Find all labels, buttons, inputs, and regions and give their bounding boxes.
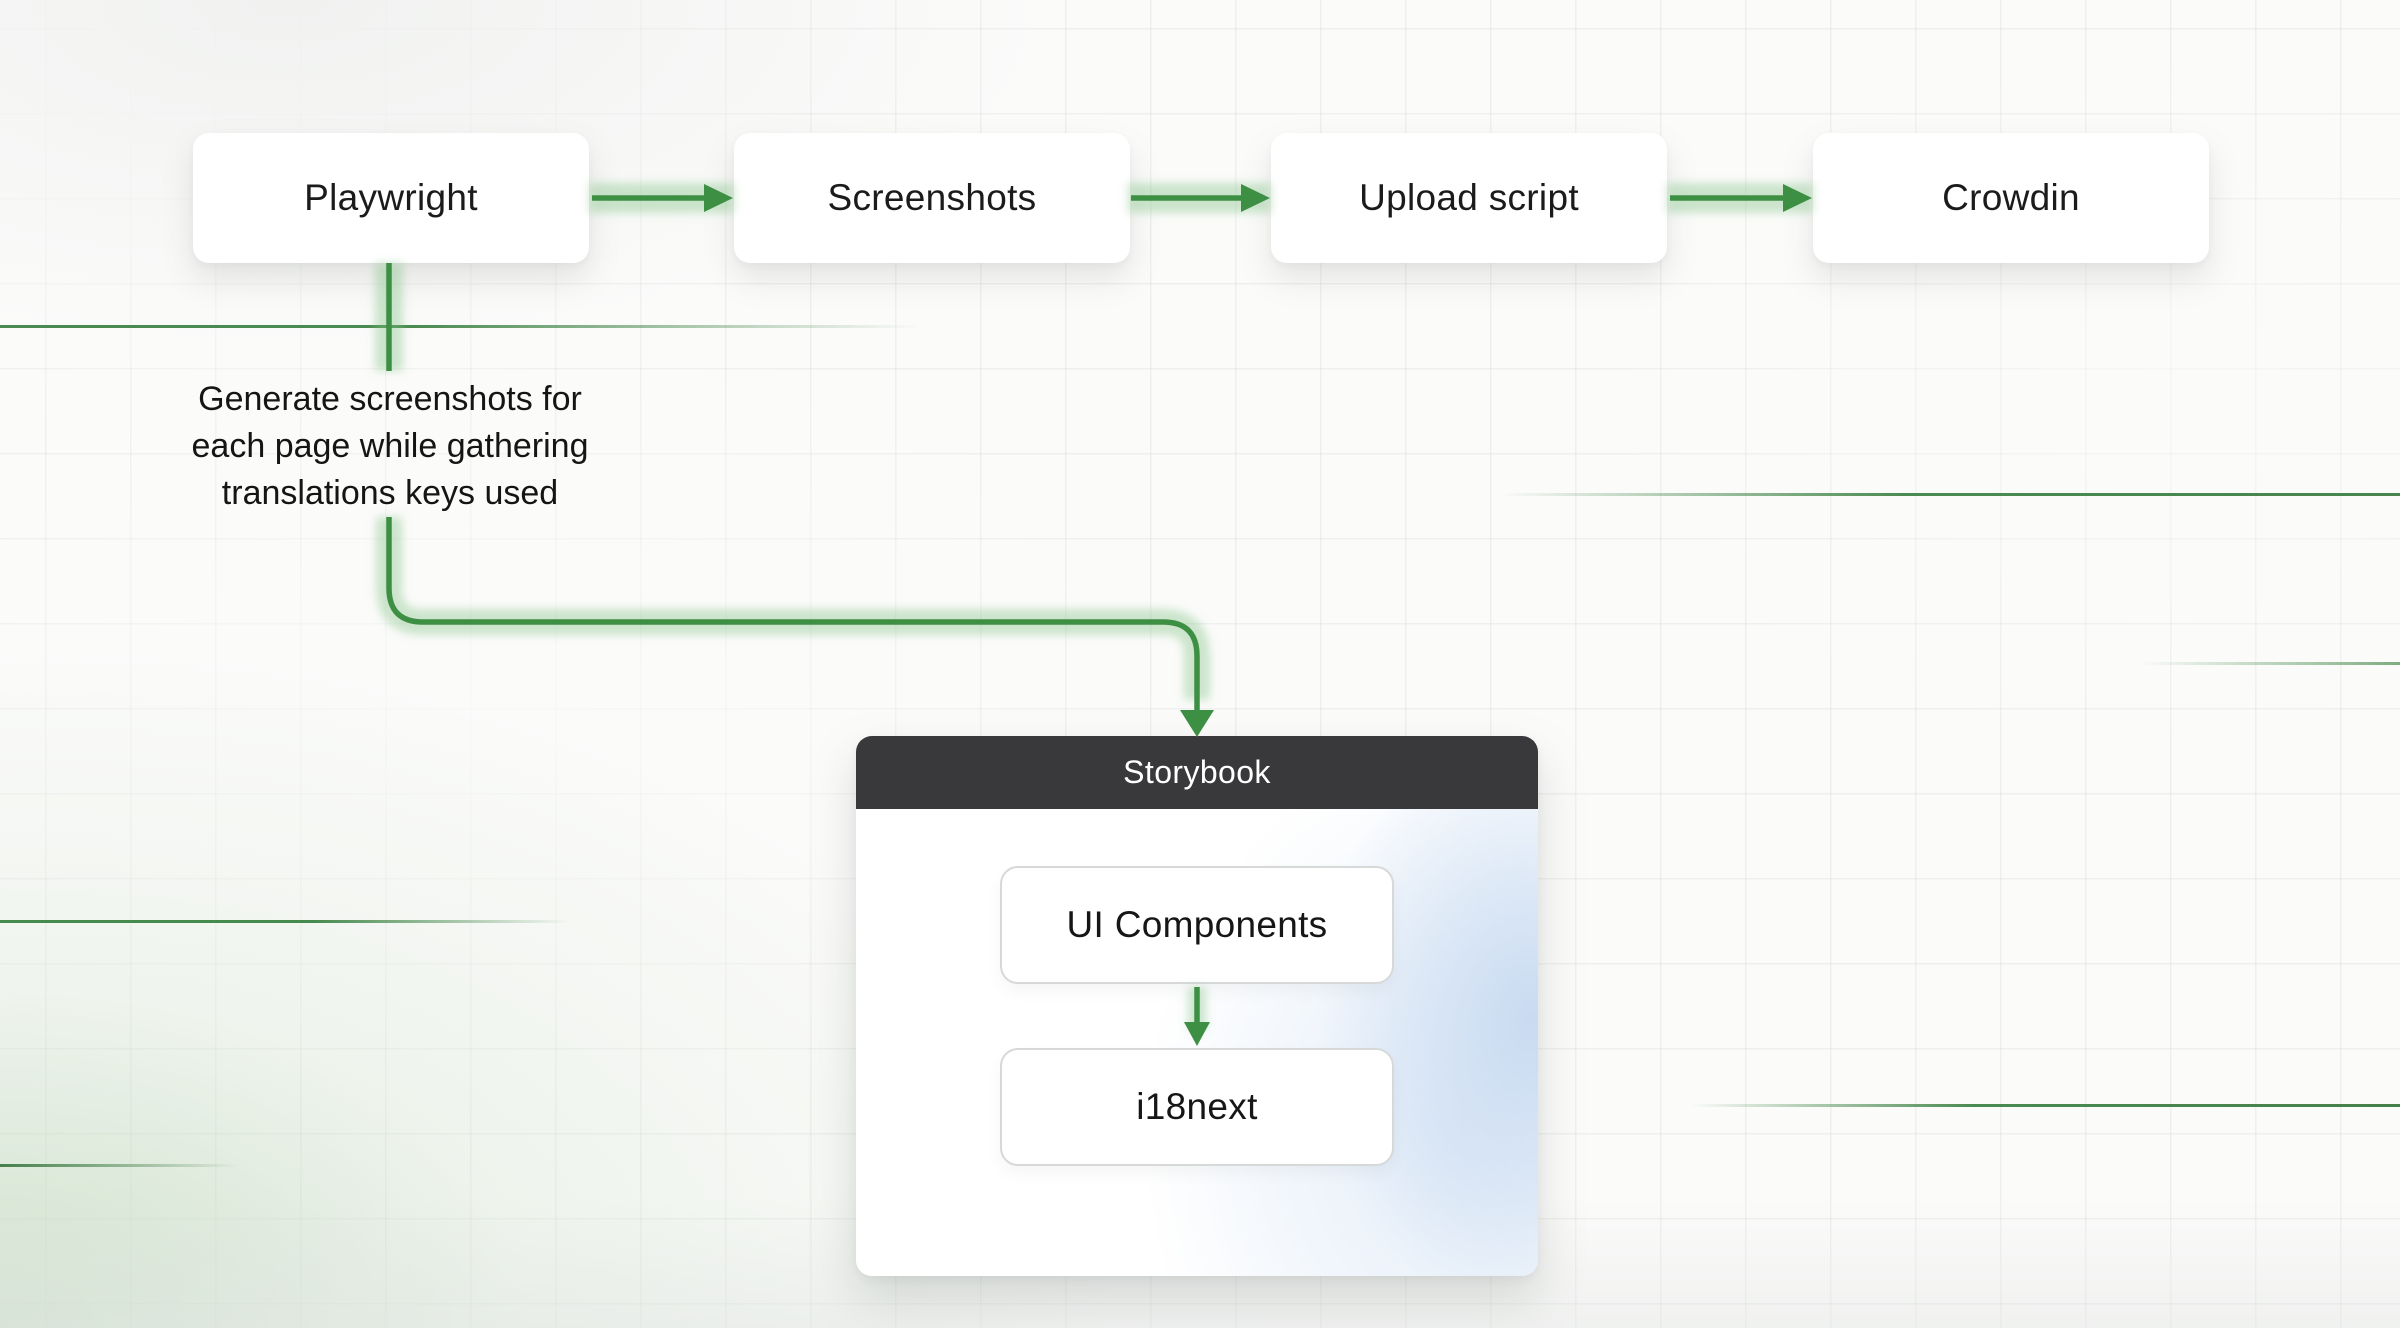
node-ui-components: UI Components <box>1000 866 1394 984</box>
node-upload-script-label: Upload script <box>1359 177 1579 218</box>
node-ui-components-label: UI Components <box>1066 904 1328 945</box>
node-crowdin: Crowdin <box>1813 133 2209 263</box>
accent-line-right-middle <box>2140 662 2400 665</box>
accent-line-left-upper <box>0 325 920 328</box>
storybook-panel-header: Storybook <box>856 736 1538 809</box>
storybook-panel-body: UI Components i18next <box>856 809 1538 1276</box>
node-screenshots: Screenshots <box>734 133 1130 263</box>
annotation-line-2: each page while gathering <box>191 427 589 465</box>
node-playwright-label: Playwright <box>304 177 478 218</box>
annotation-line-3: translations keys used <box>221 474 559 512</box>
node-upload-script: Upload script <box>1271 133 1667 263</box>
accent-line-left-bottom <box>0 1164 240 1167</box>
accent-line-right-upper <box>1500 493 2400 496</box>
storybook-title: Storybook <box>1123 754 1271 790</box>
node-screenshots-label: Screenshots <box>827 177 1037 218</box>
annotation-text: Generate screenshots for each page while… <box>155 376 625 517</box>
node-i18next-label: i18next <box>1136 1086 1258 1127</box>
node-i18next: i18next <box>1000 1048 1394 1166</box>
storybook-panel: Storybook UI Components i18next <box>856 736 1538 1276</box>
annotation-line-1: Generate screenshots for <box>198 380 582 418</box>
accent-line-left-lower <box>0 920 570 923</box>
node-crowdin-label: Crowdin <box>1942 177 2080 218</box>
accent-line-right-bottom <box>1690 1104 2400 1107</box>
node-playwright: Playwright <box>193 133 589 263</box>
